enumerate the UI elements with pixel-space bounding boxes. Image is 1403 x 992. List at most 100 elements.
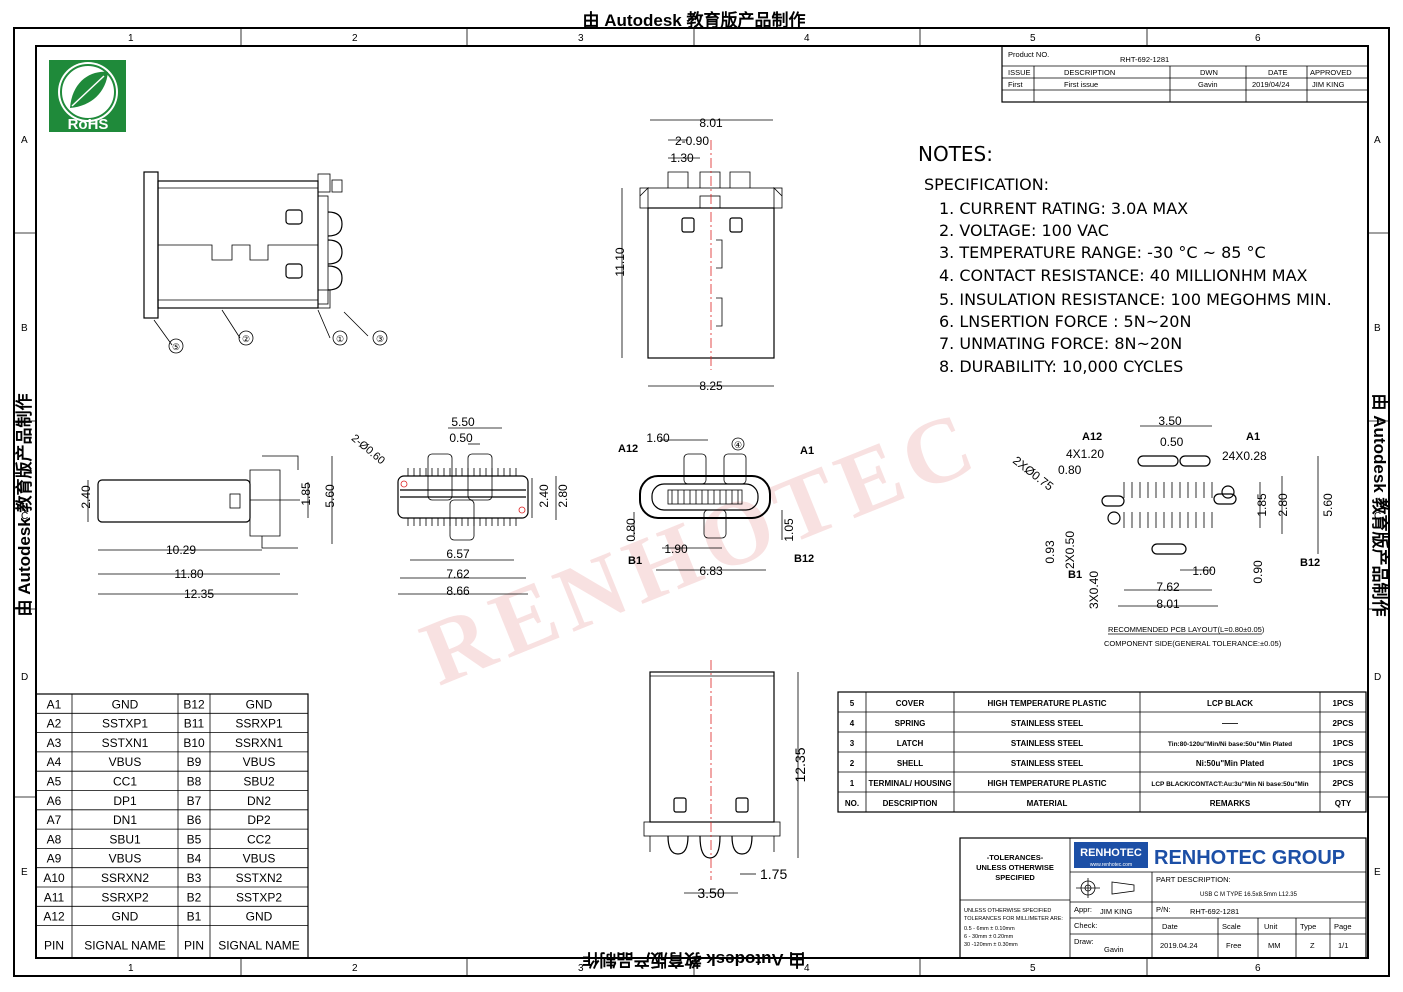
dim-f-6.83: 6.83 [699,564,723,578]
zone-row-c: C [21,511,28,522]
zone-row-a: A [21,135,28,146]
dim-f-0.80: 0.80 [624,518,638,542]
dim-l-12.35: 12.35 [184,587,214,601]
zone-row-d-right: D [1374,672,1381,683]
callout-2: ② [242,334,250,344]
draw-label: Draw: [1074,937,1094,946]
appr: JIM KING [1100,907,1133,916]
sheet-border [13,27,1390,977]
bom-cell: QTY [1335,799,1352,808]
rev-approved: JIM KING [1312,80,1345,89]
zone-col-5-bottom: 5 [1030,963,1036,974]
bom-cell: Tin:80-120u"Min/Ni base:50u"Min Plated [1168,741,1292,748]
watermark-bottom: 由 Autodesk 教育版产品制作 [583,950,806,970]
pcb-a12: A12 [1082,431,1102,443]
pin-cell: A2 [47,717,62,731]
pin-cell: GND [112,697,139,711]
note-4: 4. CONTACT RESISTANCE: 40 MILLIONHM MAX [939,266,1308,285]
zone-col-6: 6 [1255,33,1261,44]
zone-row-e: E [21,867,28,878]
bom-cell: 4 [850,719,855,728]
dim-top-1.30: 1.30 [670,151,694,165]
dim-l-5.60: 5.60 [323,484,337,508]
bom-cell: HIGH TEMPERATURE PLASTIC [988,699,1107,708]
bom-cell: LCP BLACK/CONTACT:Au:3u"Min Ni base:50u"… [1151,781,1308,788]
pin-cell: SBU1 [109,832,141,846]
pin-cell: A1 [47,697,62,711]
dim-top-8.01: 8.01 [699,116,723,130]
pin-cell: SSRXN1 [235,736,283,750]
bom-cell: 2 [850,759,855,768]
watermark-right: 由 Autodesk 教育版产品制作 [1370,394,1390,617]
zone-col-1-bottom: 1 [128,963,134,974]
draw: Gavin [1104,945,1124,954]
dim-m-6.57: 6.57 [446,547,470,561]
zone-col-4-bottom: 4 [804,963,810,974]
watermark-left: 由 Autodesk 教育版产品制作 [14,394,34,617]
dim-top-11.10: 11.10 [613,247,627,276]
company-logo: RENHOTEC [1080,847,1142,859]
dim-f-1.60: 1.60 [646,431,670,445]
rev-col-date: DATE [1268,68,1287,77]
pin-cell: B2 [187,890,202,904]
dim-m-hole: 2-Ø0.60 [349,432,387,467]
notes-title: NOTES: [918,142,993,166]
bom-cell: 2PCS [1333,719,1355,728]
tb-col-unit: Unit [1264,922,1278,931]
dim-m-0.50: 0.50 [449,431,473,445]
company-name: RENHOTEC GROUP [1154,847,1345,869]
check-label: Check: [1074,921,1097,930]
rev-col-dwn: DWN [1200,68,1218,77]
tb-col-page: Page [1334,922,1352,931]
tol-c: 0.5 - 6mm ± 0.10mm [964,926,1015,932]
front-a1: A1 [800,445,814,457]
tb-col-type: Type [1300,922,1316,931]
zone-col-3: 3 [578,33,584,44]
tb-type: Z [1310,941,1315,950]
dim-m-7.62: 7.62 [446,567,470,581]
tol-line-1: -TOLERANCES- [987,853,1044,862]
pin-cell: A5 [47,775,62,789]
pcb-layout: 3.50 A12 A1 4X1.20 0.50 24X0.28 2XØ0.75 … [1010,414,1335,648]
pin-cell: VBUS [243,852,276,866]
tb-date: 2019.04.24 [1160,941,1198,950]
pin-cell: B12 [183,697,205,711]
tb-col-scale: Scale [1222,922,1241,931]
pin-cell: VBUS [109,852,142,866]
pin-cell: B6 [187,813,202,827]
zone-labels: 1 2 3 4 5 6 1 2 3 4 5 6 A B C D E A B C … [21,33,1381,974]
zone-row-b: B [21,323,28,334]
dim-p-0.90: 0.90 [1251,560,1265,584]
profile-view: 2.40 1.85 5.60 10.29 11.80 12.35 [79,455,337,601]
note-6: 6. LNSERTION FORCE : 5N~20N [939,312,1191,331]
pin-cell: A4 [47,755,62,769]
zone-col-6-bottom: 6 [1255,963,1261,974]
dim-m-5.50: 5.50 [451,415,475,429]
pin-header-cell: SIGNAL NAME [218,939,300,953]
tol-line-3: SPECIFIED [995,873,1035,882]
front-view: A12 1.60 ④ A1 0.80 B1 1.90 6.83 1.05 B12 [618,431,814,578]
pin-cell: GND [112,910,139,924]
watermark-top: 由 Autodesk 教育版产品制作 [583,10,806,30]
pn: RHT-692-1281 [1190,907,1239,916]
rohs-label: RoHS [68,116,109,133]
bom-cell: TERMINAL/ HOUSING [868,779,951,788]
pin-cell: B7 [187,794,202,808]
dim-p-1.85: 1.85 [1255,493,1269,517]
side-view: ⑤ ② ① ③ [143,171,388,354]
rev-issue: First [1008,80,1023,89]
pin-cell: A8 [47,832,62,846]
bom-cell: STAINLESS STEEL [1011,719,1083,728]
pin-cell: B10 [183,736,205,750]
tol-d: 6 - 30mm ± 0.20mm [964,934,1014,940]
title-block: -TOLERANCES- UNLESS OTHERWISE SPECIFIED … [959,837,1367,959]
bom-cell: Ni:50u"Min Plated [1196,759,1264,768]
pcb-a1: A1 [1246,431,1260,443]
dim-p-8.01: 8.01 [1156,597,1180,611]
pin-cell: SSTXP2 [236,890,282,904]
rev-col-description: DESCRIPTION [1064,68,1115,77]
bom-cell: MATERIAL [1027,799,1068,808]
pin-cell: DP2 [247,813,271,827]
